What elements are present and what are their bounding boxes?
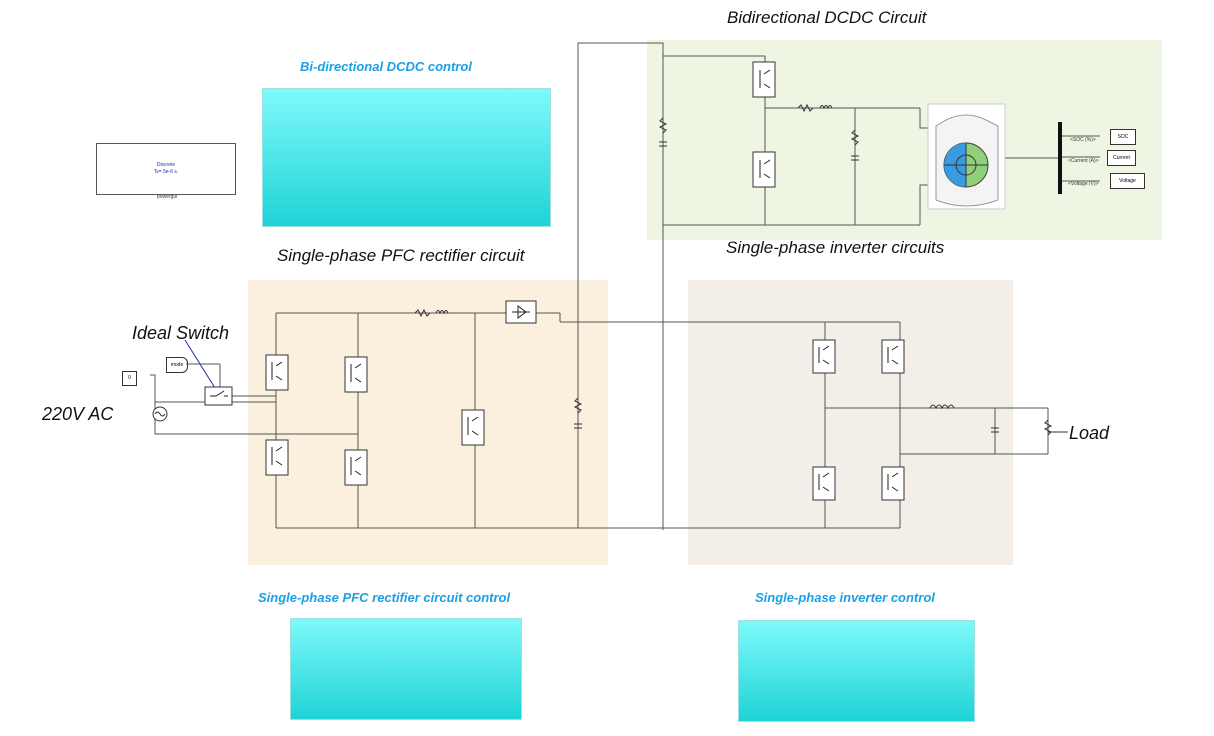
pfc-control-title: Single-phase PFC rectifier circuit contr… bbox=[258, 590, 511, 605]
soc-tag-label: SOC bbox=[1117, 134, 1129, 140]
voltage-goto-tag[interactable]: Voltage bbox=[1110, 173, 1145, 189]
bus-selector bbox=[1058, 122, 1062, 194]
bus-soc-label: <SOC (%)> bbox=[1070, 137, 1096, 143]
load-annotation: Load bbox=[1069, 423, 1110, 443]
pfc-control-subsystem[interactable] bbox=[290, 618, 522, 720]
battery-icon bbox=[927, 103, 1006, 210]
bidir-circuit-title: Bidirectional DCDC Circuit bbox=[727, 8, 927, 27]
bus-voltage-label: <Voltage (V)> bbox=[1068, 181, 1099, 187]
inverter-circuit-title: Single-phase inverter circuits bbox=[726, 238, 945, 257]
constant-value: 0 bbox=[128, 375, 131, 381]
inverter-region bbox=[688, 280, 1013, 565]
bidir-dcdc-region bbox=[647, 40, 1162, 240]
soc-goto-tag[interactable]: SOC bbox=[1110, 129, 1136, 145]
mode-tag-label: mode bbox=[170, 362, 184, 368]
powergui-step: Ts= 5e-6 s. bbox=[153, 169, 179, 175]
ideal-switch-annotation: Ideal Switch bbox=[132, 323, 230, 343]
powergui-caption: powergui bbox=[157, 194, 178, 200]
inverter-control-title: Single-phase inverter control bbox=[755, 590, 935, 605]
bidir-control-title: Bi-directional DCDC control bbox=[300, 59, 472, 74]
current-goto-tag[interactable]: Current bbox=[1107, 150, 1136, 166]
voltage-tag-label: Voltage bbox=[1119, 178, 1136, 184]
ac-source-annotation: 220V AC bbox=[42, 404, 114, 424]
constant-block[interactable]: 0 bbox=[122, 371, 137, 386]
pfc-circuit-title: Single-phase PFC rectifier circuit bbox=[277, 246, 525, 265]
bidir-dcdc-control-subsystem[interactable] bbox=[262, 88, 551, 227]
powergui-mode: Discrete bbox=[156, 162, 176, 168]
ac-source-icon bbox=[152, 406, 168, 422]
mode-tag[interactable]: mode bbox=[166, 357, 188, 373]
current-tag-label: Current bbox=[1113, 155, 1130, 161]
inverter-control-subsystem[interactable] bbox=[738, 620, 975, 722]
bus-current-label: <Current (A)> bbox=[1068, 158, 1099, 164]
pfc-rectifier-region bbox=[248, 280, 608, 565]
powergui-block[interactable]: Discrete Ts= 5e-6 s. bbox=[96, 143, 236, 195]
